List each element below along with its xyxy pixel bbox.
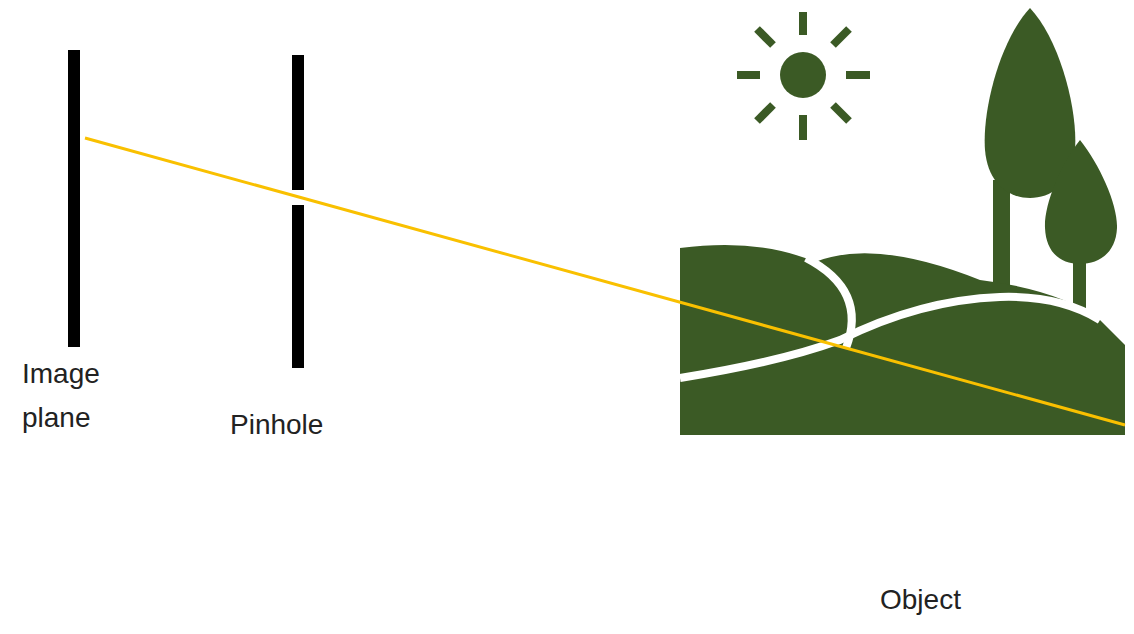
light-ray [85,138,1125,425]
image-plane-bar [68,50,80,347]
pinhole-barrier-bottom [292,205,304,368]
sun-icon [737,12,870,140]
pinhole-barrier-top [292,55,304,190]
image-plane-label: Image plane [22,352,142,440]
object-label: Object [880,578,1080,622]
pinhole-label: Pinhole [230,403,430,447]
